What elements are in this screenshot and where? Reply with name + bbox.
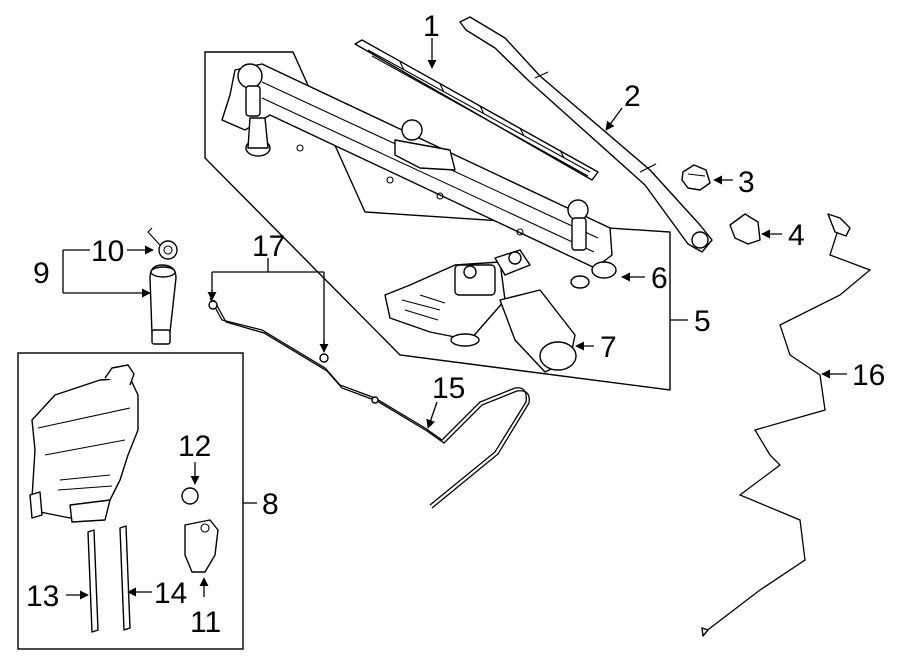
callout-15: 15 [432, 372, 465, 405]
washer-filler-neck-part [149, 264, 177, 345]
callout-1: 1 [423, 10, 440, 43]
callout-9: 9 [33, 257, 50, 290]
callout-17: 17 [252, 230, 285, 263]
linkage-group-frame [204, 51, 671, 391]
rear-washer-hose-part [701, 213, 872, 637]
callout-8: 8 [262, 488, 279, 521]
grommet-part [181, 487, 199, 505]
hose-13-part [87, 529, 99, 633]
arm-nut-part [681, 164, 711, 191]
callout-13: 13 [26, 580, 59, 613]
hose-14-part [119, 525, 131, 631]
callout-3: 3 [738, 166, 755, 199]
wiper-arm-part [459, 16, 713, 253]
callout-5: 5 [694, 305, 711, 338]
washer-pump-part [184, 519, 219, 573]
washer-hose-part [208, 297, 530, 509]
wiper-linkage-part [221, 63, 617, 289]
callout-2: 2 [624, 80, 641, 113]
callout-11: 11 [190, 606, 221, 639]
callout-12: 12 [178, 430, 211, 463]
washer-reservoir-part [29, 364, 139, 523]
callout-4: 4 [788, 219, 805, 252]
callout-6: 6 [651, 262, 668, 295]
callout-10: 10 [91, 235, 124, 268]
arm-cap-part [729, 213, 761, 245]
callout-14: 14 [154, 577, 187, 610]
wiper-motor-part [384, 249, 577, 373]
callout-16: 16 [852, 359, 885, 392]
wiper-blade-part [354, 39, 599, 181]
filler-cap-part [147, 227, 178, 260]
callout-7: 7 [600, 331, 617, 364]
reservoir-group-frame [17, 352, 244, 650]
